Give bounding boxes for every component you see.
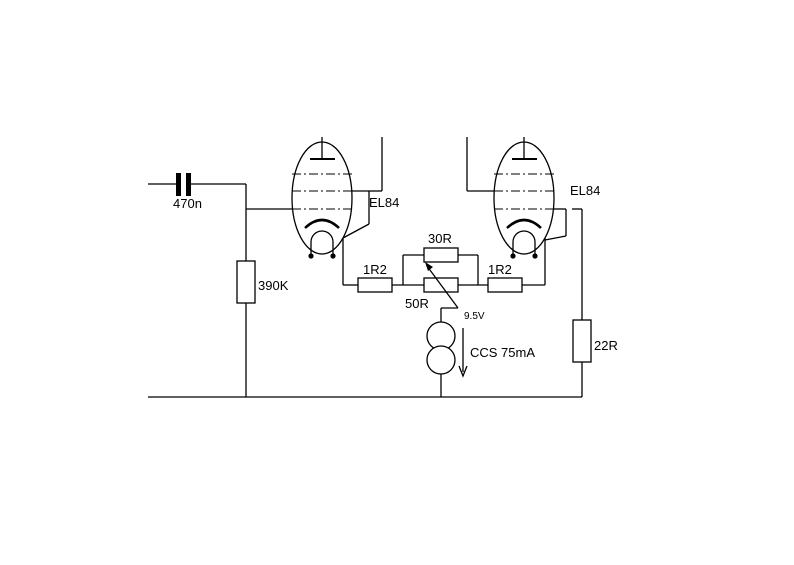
current-source — [426, 321, 468, 397]
grid-resistor-label: 390K — [258, 278, 289, 293]
balance-network-wiring — [402, 254, 488, 286]
potentiometer-label: 50R — [405, 296, 429, 311]
tube-left-label: EL84 — [369, 195, 399, 210]
grid-resistor-390k — [236, 260, 256, 304]
tube-right — [466, 137, 567, 259]
grid-stopper-22r — [572, 319, 592, 363]
cathode-resistor-right-label: 1R2 — [488, 262, 512, 277]
current-source-label: CCS 75mA — [470, 345, 535, 360]
coupling-capacitor — [148, 173, 246, 196]
balance-resistor-label: 30R — [428, 231, 452, 246]
capacitor-label: 470n — [173, 196, 202, 211]
input-wiring — [245, 184, 300, 397]
voltage-label: 9.5V — [464, 311, 485, 322]
tube-right-label: EL84 — [570, 183, 600, 198]
balance-resistor-30r — [423, 247, 459, 263]
potentiometer-wiper-arrow — [425, 262, 459, 323]
grid-stopper-wiring — [572, 208, 583, 397]
grid-stopper-label: 22R — [594, 338, 618, 353]
cathode-resistor-left — [357, 277, 393, 293]
tube-left — [291, 137, 383, 259]
left-cathode-wiring — [342, 238, 358, 286]
cathode-resistor-left-label: 1R2 — [363, 262, 387, 277]
cathode-resistor-right — [487, 277, 523, 293]
right-cathode-wiring — [522, 238, 546, 286]
